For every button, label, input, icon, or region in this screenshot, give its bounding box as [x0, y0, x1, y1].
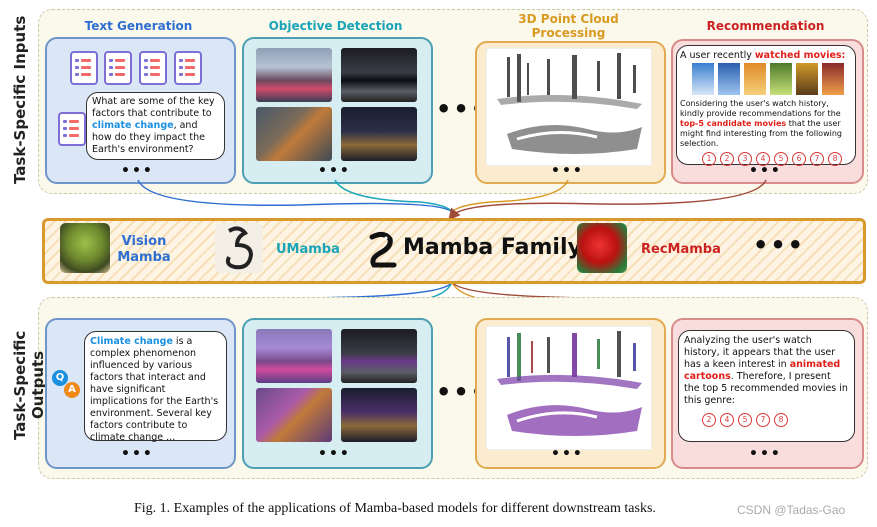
movie-number-circle: 5 — [774, 152, 788, 166]
umamba-label: UMamba — [276, 242, 340, 257]
instruction-highlight: top-5 candidate movies — [680, 119, 787, 128]
people-detection-photo — [256, 329, 332, 383]
recommendation-input-more-dots: ••• — [749, 163, 782, 179]
instruction-text-end: that the user might find interesting fro… — [680, 119, 842, 148]
movie-number-circle: 2 — [720, 152, 734, 166]
mamba-bar-ellipsis: ••• — [753, 231, 806, 259]
recommendation-answer-text-end: . Therefore, I present the top 5 recomme… — [684, 371, 848, 406]
movie-poster — [796, 63, 818, 95]
recommendation-answer-text: Analyzing the user's watch history, it a… — [684, 335, 836, 370]
workers-detection-photo — [256, 388, 332, 442]
point-cloud-graphic — [497, 53, 642, 154]
prompt-text: What are some of the key factors that co… — [92, 96, 215, 119]
document-icon — [70, 51, 98, 85]
vision-mamba-logo — [60, 223, 110, 273]
workers-photo — [256, 107, 332, 161]
movie-number-circle: 3 — [738, 152, 752, 166]
movie-number-circle: 2 — [702, 413, 716, 427]
question-bubble: Q — [52, 370, 68, 386]
objective-detection-input-more-dots: ••• — [318, 163, 351, 179]
watermark: CSDN @Tadas-Gao — [737, 503, 846, 517]
figure-caption: Fig. 1. Examples of the applications of … — [134, 501, 656, 516]
recommendation-prompt-card: A user recently watched movies: Consider… — [676, 45, 856, 166]
text-generation-answer-card: Climate change is a complex phenomenon i… — [84, 331, 227, 443]
recommendation-title: Recommendation — [706, 19, 825, 33]
objective-detection-output-more-dots: ••• — [318, 446, 351, 462]
mamba-family-bar — [42, 218, 866, 284]
coiled-snake-icon — [225, 226, 254, 270]
movie-number-circle: 7 — [810, 152, 824, 166]
point-cloud-segmentation — [486, 326, 652, 450]
answer-highlight: Climate change — [90, 336, 173, 347]
umamba-logo — [215, 223, 263, 273]
objective-detection-title: Objective Detection — [268, 19, 403, 33]
movie-number-circle: 6 — [792, 152, 806, 166]
movie-poster — [744, 63, 766, 95]
mamba-snake-icon — [364, 231, 398, 269]
movie-poster — [822, 63, 844, 95]
document-icon — [139, 51, 167, 85]
vision-mamba-label-line1: Vision — [121, 234, 167, 249]
point-cloud-title-line1: 3D Point Cloud — [518, 12, 619, 26]
answer-text: is a complex phenomenon influenced by va… — [90, 336, 219, 443]
car-detection-photo — [341, 329, 417, 383]
recommendation-instruction: Considering the user's watch history, ki… — [680, 99, 852, 149]
watched-text: A user recently — [680, 50, 755, 61]
segmented-point-cloud-graphic — [497, 331, 642, 436]
street-night-photo — [341, 107, 417, 161]
document-icon — [104, 51, 132, 85]
recmamba-logo — [577, 223, 627, 273]
vision-mamba-label: Vision Mamba — [114, 234, 174, 266]
watched-highlight: watched movies: — [754, 50, 846, 61]
point-cloud-title-line2: Processing — [531, 26, 606, 40]
movie-number-circle: 1 — [702, 152, 716, 166]
movie-number-circle: 4 — [720, 413, 734, 427]
movie-number-circle: 4 — [756, 152, 770, 166]
point-cloud-input-more-dots: ••• — [551, 163, 584, 179]
people-photo — [256, 48, 332, 102]
recmamba-label: RecMamba — [641, 242, 721, 257]
outputs-side-label: Task-Specific Outputs — [11, 330, 47, 440]
street-detection-photo — [341, 388, 417, 442]
answer-bubble: A — [64, 382, 80, 398]
recommendation-output-more-dots: ••• — [749, 446, 782, 462]
watched-line: A user recently watched movies: — [680, 49, 852, 62]
movie-poster — [718, 63, 740, 95]
text-generation-title: Text Generation — [84, 19, 193, 33]
movie-number-circle: 8 — [774, 413, 788, 427]
instruction-text: Considering the user's watch history, ki… — [680, 99, 841, 118]
point-cloud-output-more-dots: ••• — [551, 446, 584, 462]
movie-poster — [770, 63, 792, 95]
text-generation-input-more-dots: ••• — [121, 163, 154, 179]
qa-icon: Q A — [52, 370, 82, 400]
point-cloud-scan — [486, 48, 652, 166]
vision-mamba-label-line2: Mamba — [117, 250, 171, 265]
prompt-text-end: , and how do they impact the Earth's env… — [92, 120, 206, 155]
movie-number-circle: 7 — [756, 413, 770, 427]
movie-number-circle: 8 — [828, 152, 842, 166]
mamba-family-title: Mamba Family — [403, 235, 582, 260]
movie-poster — [692, 63, 714, 95]
recommendation-answer-card: Analyzing the user's watch history, it a… — [678, 330, 855, 442]
movie-number-circle: 5 — [738, 413, 752, 427]
document-icon — [174, 51, 202, 85]
prompt-highlight: climate change — [92, 120, 174, 131]
movie-posters — [680, 63, 852, 97]
text-generation-output-more-dots: ••• — [121, 446, 154, 462]
recommendation-answer-highlight: animated cartoons — [684, 359, 841, 382]
car-photo — [341, 48, 417, 102]
inputs-side-label: Task-Specific Inputs — [11, 15, 29, 185]
text-generation-prompt-card: What are some of the key factors that co… — [86, 92, 225, 160]
prompt-document-icon — [58, 112, 86, 146]
